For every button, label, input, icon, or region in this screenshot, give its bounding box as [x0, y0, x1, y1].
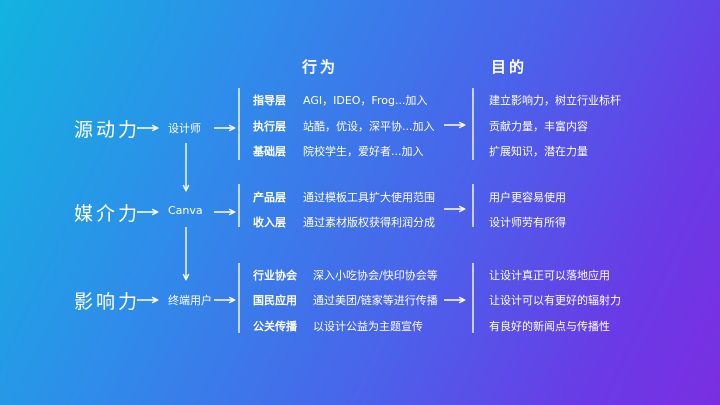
layer-action: 通过模板工具扩大使用范围 [303, 191, 435, 204]
actor-label: 设计师 [168, 122, 201, 135]
layer-purpose: 贡献力量，丰富内容 [489, 120, 588, 133]
layer-name: 指导层 [253, 94, 286, 107]
layer-action: 通过美团/链家等进行传播 [313, 294, 438, 307]
actor-label: 终端用户 [168, 294, 212, 307]
layer-name: 收入层 [253, 216, 286, 229]
layer-action: 通过素材版权获得利润分成 [303, 216, 435, 229]
header-behavior: 行为 [302, 58, 339, 76]
layer-purpose: 设计师劳有所得 [489, 216, 566, 229]
layer-name: 行业协会 [253, 269, 297, 282]
layer-name: 产品层 [253, 191, 286, 204]
layer-name: 公关传播 [253, 320, 297, 333]
layer-purpose: 让设计真正可以落地应用 [489, 269, 610, 282]
layer-purpose: 让设计可以有更好的辐射力 [489, 294, 621, 307]
layer-purpose: 建立影响力，树立行业标杆 [489, 94, 621, 107]
force-label: 影响力 [74, 291, 141, 313]
layer-action: 深入小吃协会/快印协会等 [313, 269, 438, 282]
layer-purpose: 有良好的新闻点与传播性 [489, 320, 610, 333]
layer-action: AGI，IDEO，Frog...加入 [303, 94, 428, 107]
layer-action: 院校学生，爱好者...加入 [303, 145, 424, 158]
layer-purpose: 用户更容易使用 [489, 191, 566, 204]
layer-action: 站酷，优设，深平协...加入 [303, 120, 435, 133]
layer-name: 执行层 [253, 120, 286, 133]
layer-purpose: 扩展知识，潜在力量 [489, 145, 588, 158]
layer-action: 以设计公益为主题宣传 [313, 320, 423, 333]
header-purpose: 目的 [491, 58, 528, 76]
layer-name: 基础层 [253, 145, 286, 158]
layer-name: 国民应用 [253, 294, 297, 307]
force-label: 媒介力 [74, 203, 141, 225]
force-label: 源动力 [74, 119, 141, 141]
actor-label: Canva [168, 204, 203, 217]
